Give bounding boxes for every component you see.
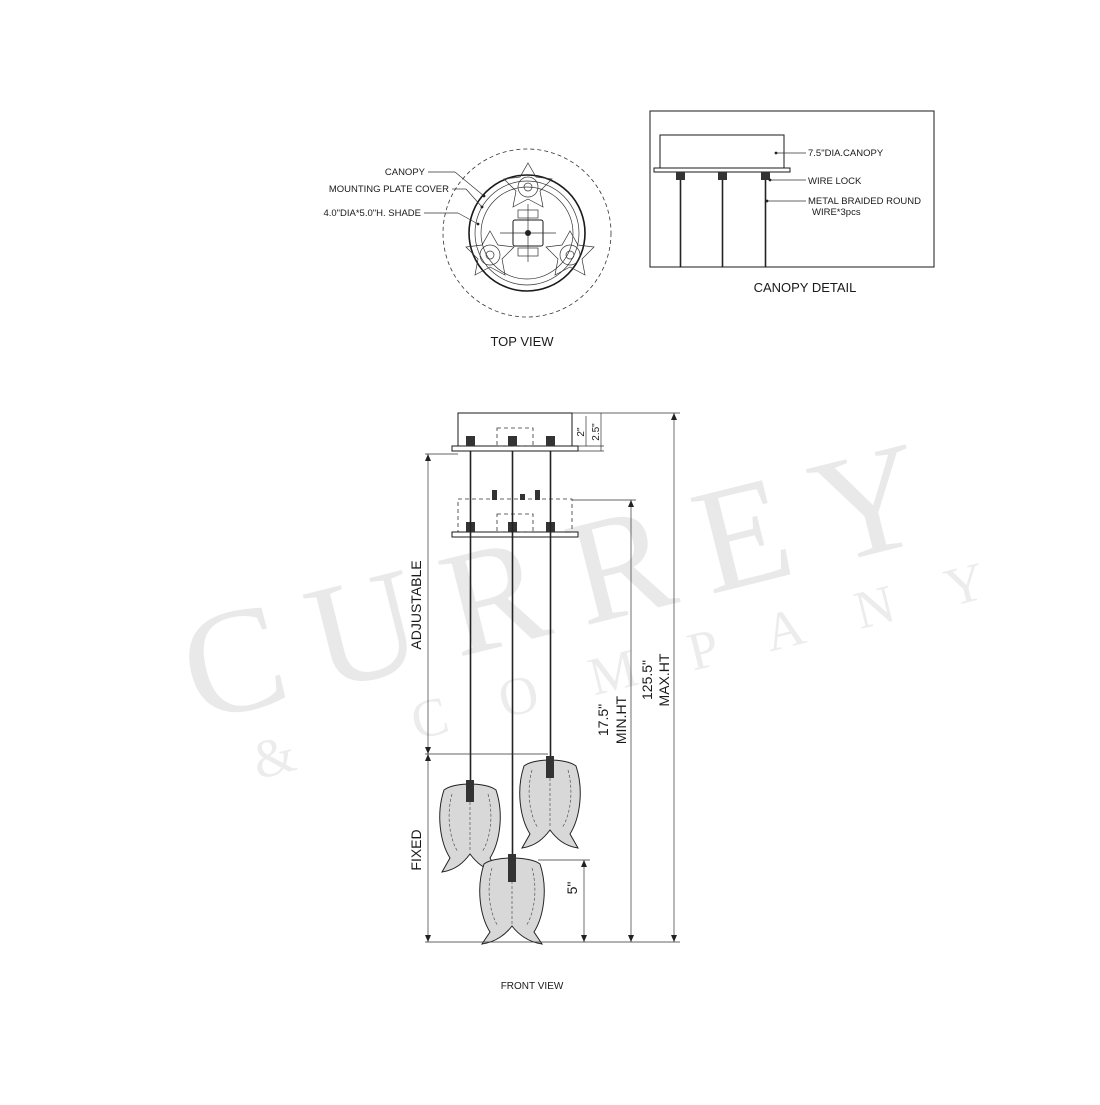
shade-top-1 [503,162,553,208]
front-view-caption: FRONT VIEW [501,981,564,992]
shade-outline-circle [442,148,612,318]
callout-wire-line1: METAL BRAIDED ROUND [808,196,921,207]
max-height-value: 125.5" [639,660,655,700]
callout-canopy-dia: 7.5"DIA.CANOPY [808,148,884,159]
label-fixed: FIXED [408,829,424,870]
canopy-height-value: 2" [576,427,587,437]
mounting-plate-circle [474,180,580,286]
front-view: ADJUSTABLE FIXED 17.5" MIN.HT 125.5" MAX… [408,412,680,992]
shade-right [519,756,581,849]
label-adjustable: ADJUSTABLE [408,560,424,649]
canopy-detail: 7.5"DIA.CANOPY WIRE LOCK METAL BRAIDED R… [649,110,935,295]
shade-height-dimension: 5" [538,859,590,942]
watermark: CURREY & COMPANY [165,402,1043,790]
canopy-circle [468,174,586,292]
shade-center [479,854,545,945]
shade-top-3 [545,230,595,276]
top-view: CANOPY MOUNTING PLATE COVER 4.0"DIA*5.0"… [323,148,612,349]
mounting-plate-detail [500,204,556,262]
canopy-max-position [451,412,579,452]
canopy-total-value: 2.5" [591,423,602,441]
callout-canopy: CANOPY [385,167,426,178]
wire-lock-1 [676,172,685,267]
max-height-dimension: 125.5" MAX.HT [572,412,680,943]
canopy-plate [653,167,791,173]
min-height-dimension: 17.5" MIN.HT [572,499,636,942]
min-height-label: MIN.HT [613,695,629,744]
canopy-max-plate [451,445,579,452]
min-height-value: 17.5" [595,704,611,736]
canopy-detail-caption: CANOPY DETAIL [754,280,857,295]
wire-lock-2 [718,172,727,267]
callout-shade: 4.0"DIA*5.0"H. SHADE [323,208,421,219]
canopy-body [659,134,785,169]
callout-wire-lock: WIRE LOCK [808,176,862,187]
canopy-detail-frame [649,110,935,268]
callout-mounting-plate: MOUNTING PLATE COVER [329,184,449,195]
canopy-inner-circle [480,186,574,280]
max-height-label: MAX.HT [656,653,672,706]
callout-wire-line2: WIRE*3pcs [812,207,861,218]
wire-lock-3 [761,172,770,267]
shade-height-value: 5" [564,882,580,895]
canopy-height-dimension: 2" 2.5" [576,413,604,452]
shade-left [439,780,501,873]
top-view-caption: TOP VIEW [490,334,554,349]
shade-top-2 [465,230,515,276]
left-dimensions: ADJUSTABLE FIXED [408,453,636,943]
